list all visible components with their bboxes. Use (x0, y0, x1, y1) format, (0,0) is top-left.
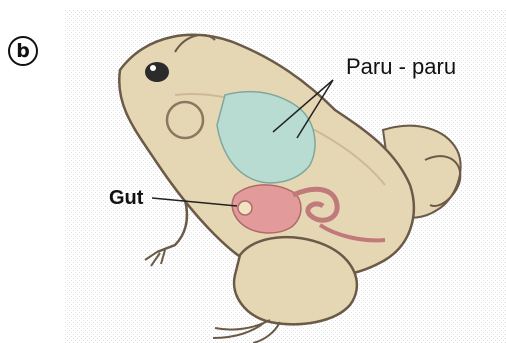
figure-marker: b (8, 36, 38, 66)
frog-eye (145, 62, 169, 82)
lungs-label: Paru - paru (346, 54, 456, 80)
frog-eye-highlight (150, 65, 156, 71)
frog-organ-small (238, 201, 252, 215)
gut-label: Gut (109, 187, 143, 210)
